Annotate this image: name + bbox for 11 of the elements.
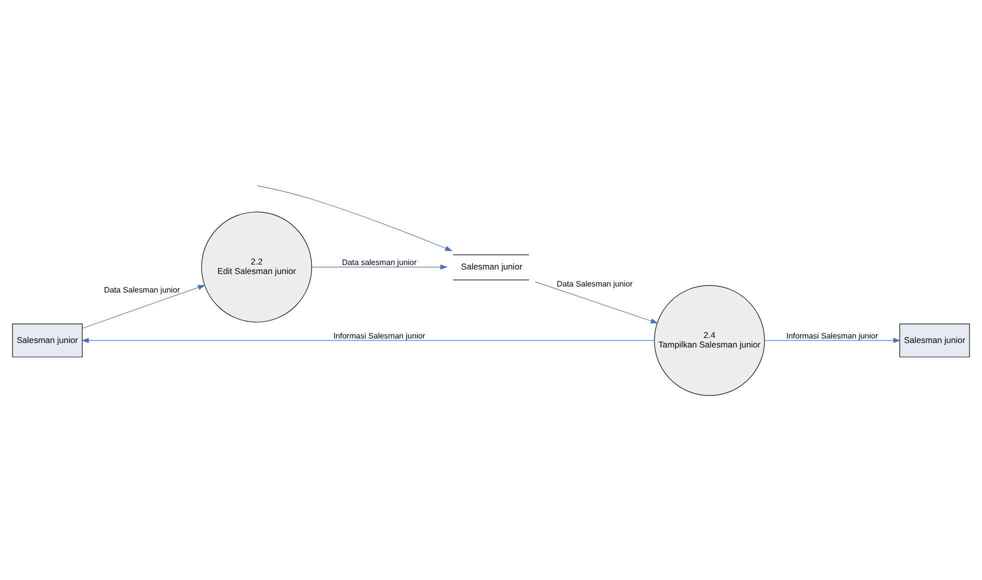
node-box: Salesman junior [12,323,83,357]
arrow [764,337,901,343]
arrow [312,264,448,270]
arrow [535,281,658,323]
arrow [82,284,206,328]
arrow [257,184,452,251]
node-circle: 2.4 Tampilkan Salesman junior [654,284,765,396]
arrow [81,337,655,343]
node-box: Salesman junior [899,323,970,357]
node-circle: 2.2 Edit Salesman junior [201,211,312,322]
node-text: Salesman junior [461,261,522,272]
